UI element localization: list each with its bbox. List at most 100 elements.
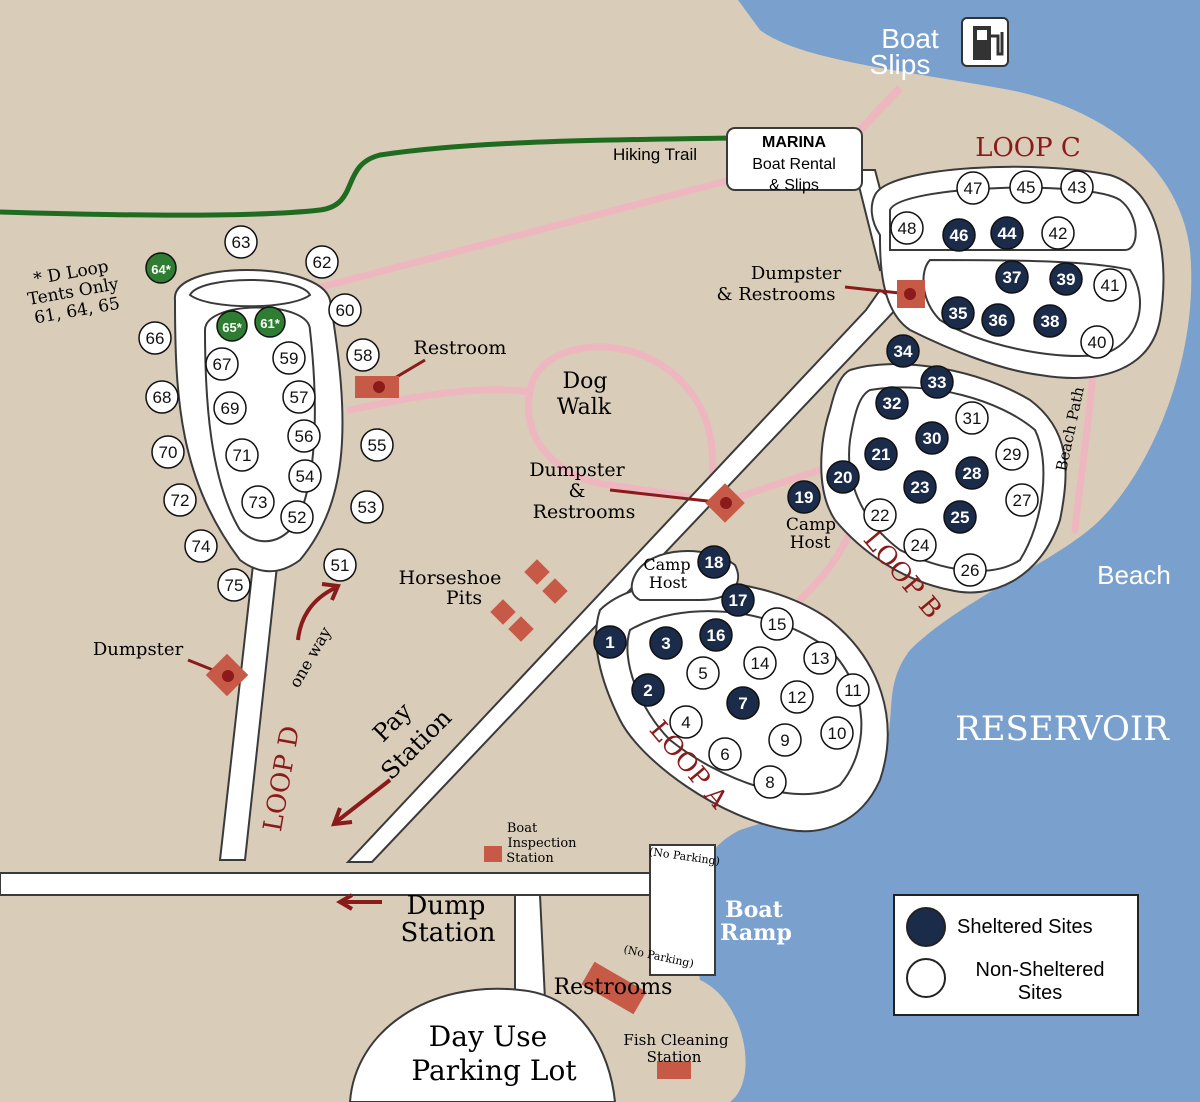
dumpster-restrooms-b-label-1: Dumpster	[529, 459, 625, 481]
campsite-number: 19	[795, 488, 814, 507]
restrooms-day-use-label: Restrooms	[554, 975, 673, 1000]
campsite-marker: 66	[138, 321, 172, 355]
roads	[0, 169, 902, 1001]
campsite-marker: 37	[995, 260, 1029, 294]
campsite-circle	[890, 211, 924, 245]
campsite-number: 6	[720, 745, 729, 764]
campsite-number: 70	[159, 443, 178, 462]
loop-b-island	[848, 386, 1045, 572]
campsite-number: 45	[1017, 178, 1036, 197]
marina-connector-path	[306, 176, 734, 294]
campsite-marker: 48	[890, 211, 924, 245]
dump-station-label-2: Station	[401, 918, 496, 948]
campsite-number: 38	[1041, 312, 1060, 331]
campsite-marker: 62	[305, 245, 339, 279]
campsite-circle	[803, 641, 837, 675]
campsite-number: 14	[751, 654, 770, 673]
campsite-number: 43	[1068, 178, 1087, 197]
horseshoe-pits-markers	[490, 559, 568, 642]
campsite-circle	[305, 245, 339, 279]
campsite-circle	[1093, 268, 1127, 302]
campsite-number: 44	[998, 224, 1017, 243]
boat-ramp-road	[649, 844, 716, 976]
campsite-number: 42	[1049, 224, 1068, 243]
campsite-marker: 22	[863, 498, 897, 532]
campsite-marker: 60	[328, 293, 362, 327]
dumpster-d-label: Dumpster	[93, 639, 184, 660]
boat-ramp-label-2: Ramp	[720, 920, 792, 946]
campsite-marker: 65*	[216, 310, 248, 342]
campsite-circle	[699, 618, 733, 652]
boat-slips-line-2: Slips	[870, 49, 931, 80]
campsite-number: 26	[961, 561, 980, 580]
campsite-marker: 35	[941, 296, 975, 330]
campsite-marker: 42	[1041, 216, 1075, 250]
boat-slips: Boat Slips	[870, 17, 1009, 80]
campsite-circle	[820, 716, 854, 750]
campsite-marker: 57	[282, 380, 316, 414]
campsite-circle	[323, 548, 357, 582]
campsite-number: 30	[923, 429, 942, 448]
loop-b-connector-path	[726, 466, 824, 504]
campsite-number: 67	[213, 355, 232, 374]
campsite-marker: 26	[953, 553, 987, 587]
campsite-circle	[280, 500, 314, 534]
campsite-number: 61*	[260, 316, 280, 331]
campsite-number: 54	[296, 467, 315, 486]
campsite-number: 74	[192, 537, 211, 556]
campsite-circle	[1041, 216, 1075, 250]
campsite-number: 21	[872, 445, 891, 464]
campsite-number: 3	[661, 634, 670, 653]
campsite-circle	[163, 483, 197, 517]
campsite-marker: 56	[287, 419, 321, 453]
campsite-circle	[920, 365, 954, 399]
campsite-circle	[138, 321, 172, 355]
campsite-circle	[990, 216, 1024, 250]
campsite-number: 69	[221, 399, 240, 418]
campsite-marker: 58	[346, 338, 380, 372]
campsite-circle	[753, 765, 787, 799]
camp-host-b-label-2: Host	[790, 533, 831, 553]
campsite-circle	[697, 545, 731, 579]
horseshoe-pit-icon	[524, 559, 550, 585]
campsite-marker: 20	[826, 460, 860, 494]
campsite-marker: 15	[760, 607, 794, 641]
dog-walk-label-2: Walk	[557, 395, 612, 420]
campsite-circle	[1080, 325, 1114, 359]
campsite-number: 46	[950, 226, 969, 245]
campsite-circle	[686, 656, 720, 690]
campsite-marker: 41	[1093, 268, 1127, 302]
campsite-circle	[346, 338, 380, 372]
boat-ramp-label-1: Boat	[725, 897, 784, 923]
campsite-circle	[995, 260, 1029, 294]
campsite-circle	[216, 310, 248, 342]
campsite-circle	[836, 673, 870, 707]
campsite-marker: 21	[864, 437, 898, 471]
campsite-number: 20	[834, 468, 853, 487]
campsite-number: 28	[963, 464, 982, 483]
campsite-circle	[225, 438, 259, 472]
campsite-marker: 4	[669, 705, 703, 739]
legend-sheltered-icon	[906, 907, 946, 947]
campsite-circle	[1009, 170, 1043, 204]
campsite-marker: 51	[323, 548, 357, 582]
campsite-marker: 46	[942, 218, 976, 252]
loop-b	[820, 363, 1067, 594]
campsite-circle	[282, 380, 316, 414]
campsite-number: 34	[894, 342, 913, 361]
dumpster-restrooms-b-label-3: Restrooms	[533, 501, 636, 523]
campsite-number: 16	[707, 626, 726, 645]
campsite-marker: 73	[241, 485, 275, 519]
campsite-marker: 16	[699, 618, 733, 652]
marina: MARINA Boat Rental & Slips	[726, 127, 863, 194]
campsite-circle	[1049, 262, 1083, 296]
campsite-circle	[864, 437, 898, 471]
pay-station-arrow-head-icon	[330, 807, 353, 827]
campsite-number: 2	[643, 681, 652, 700]
campsite-marker: 55	[360, 428, 394, 462]
campsite-circle	[760, 607, 794, 641]
day-use-road	[514, 894, 547, 1001]
campsite-number: 15	[768, 615, 787, 634]
campsite-marker: 3	[649, 626, 683, 660]
campsite-circle	[1060, 170, 1094, 204]
